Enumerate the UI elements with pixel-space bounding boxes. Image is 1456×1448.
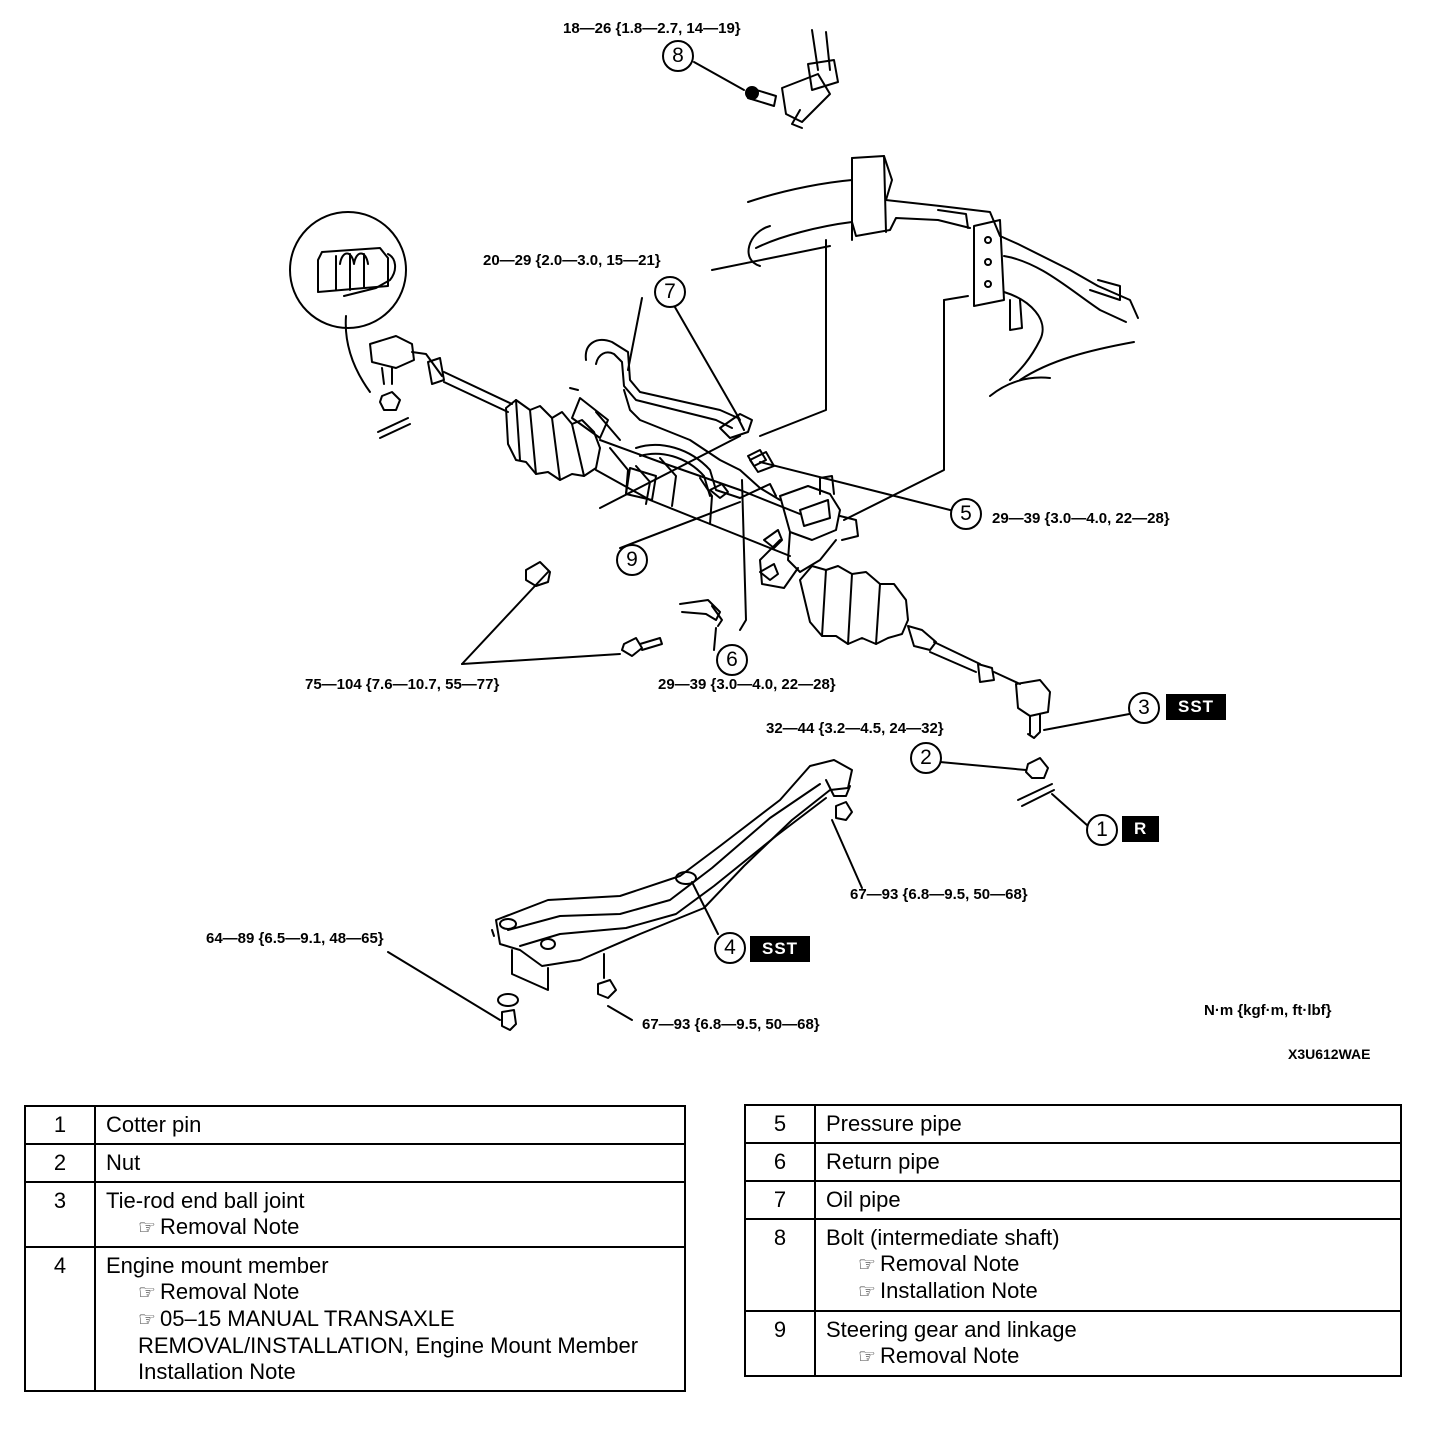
callout-6: 6: [716, 644, 748, 676]
parts-table-right: 5 Pressure pipe 6 Return pipe 7 Oil pipe 8 Bolt…: [744, 1104, 1402, 1377]
part-number: 3: [24, 1181, 96, 1248]
callout-1: 1: [1086, 814, 1118, 846]
part-description: Nut: [94, 1143, 686, 1183]
pointing-hand-icon: ☞: [858, 1254, 876, 1276]
part-number: 2: [24, 1143, 96, 1183]
table-row: 7 Oil pipe: [744, 1180, 1402, 1220]
callout-9: 9: [616, 544, 648, 576]
part-description: Oil pipe: [814, 1180, 1402, 1220]
torque-label-nut: 32—44 {3.2—4.5, 24—32}: [766, 720, 944, 737]
reference-note-text: Removal Note: [880, 1343, 1020, 1368]
reference-note: ☞Removal Note: [826, 1251, 1392, 1278]
part-description: Tie-rod end ball joint☞Removal Note: [94, 1181, 686, 1248]
part-name: Oil pipe: [826, 1187, 901, 1212]
leader-lines: [387, 239, 1141, 1021]
torque-label-return-pipe: 29—39 {3.0—4.0, 22—28}: [658, 676, 836, 693]
part-name: Pressure pipe: [826, 1111, 962, 1136]
part-number: 8: [744, 1218, 816, 1312]
part-name: Return pipe: [826, 1149, 940, 1174]
torque-label-bolt-intermediate-shaft: 18—26 {1.8—2.7, 14—19}: [563, 20, 741, 37]
part-description: Cotter pin: [94, 1105, 686, 1145]
part-name: Bolt (intermediate shaft): [826, 1225, 1060, 1250]
engine-mount-member: [491, 759, 853, 1031]
torque-label-member-left: 64—89 {6.5—9.1, 48—65}: [206, 930, 384, 947]
callout-3: 3: [1128, 692, 1160, 724]
torque-label-mount-bolts: 75—104 {7.6—10.7, 55—77}: [305, 676, 500, 693]
part-number: 9: [744, 1310, 816, 1377]
part-name: Engine mount member: [106, 1253, 329, 1278]
callout-2: 2: [910, 742, 942, 774]
reference-note-text: Removal Note: [160, 1279, 300, 1304]
torque-label-subframe: 20—29 {2.0—3.0, 15—21}: [483, 252, 661, 269]
pointing-hand-icon: ☞: [858, 1281, 876, 1303]
part-number: 5: [744, 1104, 816, 1144]
reference-note-text: Removal Note: [160, 1214, 300, 1239]
figure-code: X3U612WAE: [1288, 1046, 1371, 1062]
callout-8: 8: [662, 40, 694, 72]
intermediate-shaft: [693, 29, 839, 129]
torque-label-member-bottom: 67—93 {6.8—9.5, 50—68}: [642, 1016, 820, 1033]
table-row: 1 Cotter pin: [24, 1105, 686, 1145]
sst-tag-3: SST: [1166, 694, 1227, 720]
part-name: Nut: [106, 1150, 141, 1175]
table-row: 2 Nut: [24, 1143, 686, 1183]
part-name: Tie-rod end ball joint: [106, 1188, 305, 1213]
reference-note: ☞Removal Note: [106, 1279, 676, 1306]
table-row: 6 Return pipe: [744, 1142, 1402, 1182]
part-description: Return pipe: [814, 1142, 1402, 1182]
reference-note: ☞Removal Note: [106, 1214, 676, 1241]
callout-5: 5: [950, 498, 982, 530]
part-number: 7: [744, 1180, 816, 1220]
parts-table-right-body: 5 Pressure pipe 6 Return pipe 7 Oil pipe 8 Bolt…: [744, 1104, 1402, 1377]
torque-label-pressure-pipe: 29—39 {3.0—4.0, 22—28}: [992, 510, 1170, 527]
callout-7: 7: [654, 276, 686, 308]
torque-units-label: N·m {kgf·m, ft·lbf}: [1204, 1002, 1332, 1019]
cotter-pin-inset: [289, 211, 407, 393]
pointing-hand-icon: ☞: [138, 1217, 156, 1239]
part-description: Bolt (intermediate shaft)☞Removal Note☞I…: [814, 1218, 1402, 1312]
reference-note: ☞Removal Note: [826, 1343, 1392, 1370]
part-description: Engine mount member☞Removal Note☞05–15 M…: [94, 1246, 686, 1392]
front-subframe: [747, 155, 1139, 397]
part-description: Pressure pipe: [814, 1104, 1402, 1144]
reference-note: ☞Installation Note: [826, 1278, 1392, 1305]
pointing-hand-icon: ☞: [858, 1346, 876, 1368]
sst-tag-4: SST: [750, 936, 811, 962]
reference-note: ☞05–15 MANUAL TRANSAXLE REMOVAL/INSTALLA…: [106, 1306, 676, 1385]
callout-4: 4: [714, 932, 746, 964]
nut-and-cotter-pin: [1017, 757, 1055, 807]
part-number: 1: [24, 1105, 96, 1145]
pointing-hand-icon: ☞: [138, 1309, 156, 1331]
table-row: 5 Pressure pipe: [744, 1104, 1402, 1144]
steering-rack-assembly: [369, 335, 1051, 739]
part-name: Steering gear and linkage: [826, 1317, 1077, 1342]
r-tag-1: R: [1122, 816, 1160, 842]
reference-note-text: Removal Note: [880, 1251, 1020, 1276]
part-description: Steering gear and linkage☞Removal Note: [814, 1310, 1402, 1377]
torque-label-member-right: 67—93 {6.8—9.5, 50—68}: [850, 886, 1028, 903]
part-number: 4: [24, 1246, 96, 1392]
pointing-hand-icon: ☞: [138, 1282, 156, 1304]
reference-note-text: Installation Note: [880, 1278, 1038, 1303]
exploded-view-diagram: [289, 29, 1141, 1031]
part-name: Cotter pin: [106, 1112, 202, 1137]
part-number: 6: [744, 1142, 816, 1182]
reference-note-text: 05–15 MANUAL TRANSAXLE REMOVAL/INSTALLAT…: [138, 1306, 639, 1384]
